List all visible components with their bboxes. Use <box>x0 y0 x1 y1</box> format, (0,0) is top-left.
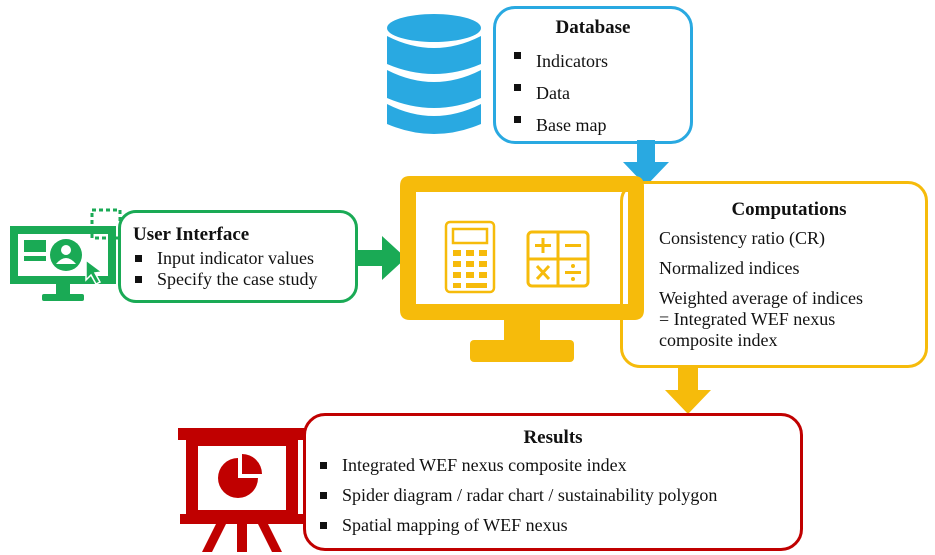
list-item: Integrated WEF nexus composite index <box>316 455 800 476</box>
computations-title: Computations <box>731 199 847 220</box>
computations-continuation-2: composite index <box>659 330 778 350</box>
list-item: Spatial mapping of WEF nexus <box>316 515 800 536</box>
down-arrow-icon <box>623 140 669 186</box>
user-interface-list: Input indicator values Specify the case … <box>131 248 355 290</box>
list-item: Consistency ratio (CR) <box>633 227 925 249</box>
list-item: Specify the case study <box>131 269 355 290</box>
database-title: Database <box>555 17 631 38</box>
list-item: Input indicator values <box>131 248 355 269</box>
down-arrow-icon <box>665 366 711 414</box>
right-arrow-icon <box>358 236 406 280</box>
computations-list: Consistency ratio (CR) Normalized indice… <box>633 227 925 309</box>
calculator-monitor-icon <box>400 176 644 362</box>
list-item: Base map <box>510 109 690 141</box>
database-icon <box>387 14 481 134</box>
results-box: Results Integrated WEF nexus composite i… <box>303 413 803 551</box>
computations-continuation-1: = Integrated WEF nexus <box>659 309 836 329</box>
user-screen-icon <box>10 208 122 301</box>
presentation-pie-chart-icon <box>178 428 306 552</box>
user-interface-title: User Interface <box>133 224 250 245</box>
database-list: Indicators Data Base map <box>510 45 690 141</box>
results-list: Integrated WEF nexus composite index Spi… <box>316 455 800 536</box>
list-item: Normalized indices <box>633 257 925 279</box>
list-item: Data <box>510 77 690 109</box>
results-title: Results <box>523 427 583 448</box>
list-item: Indicators <box>510 45 690 77</box>
user-interface-box: User Interface Input indicator values Sp… <box>118 210 358 303</box>
list-item: Spider diagram / radar chart / sustainab… <box>316 485 800 506</box>
database-box: Database Indicators Data Base map <box>493 6 693 144</box>
computations-box: Computations Consistency ratio (CR) Norm… <box>620 181 928 368</box>
list-item: Weighted average of indices <box>633 287 925 309</box>
